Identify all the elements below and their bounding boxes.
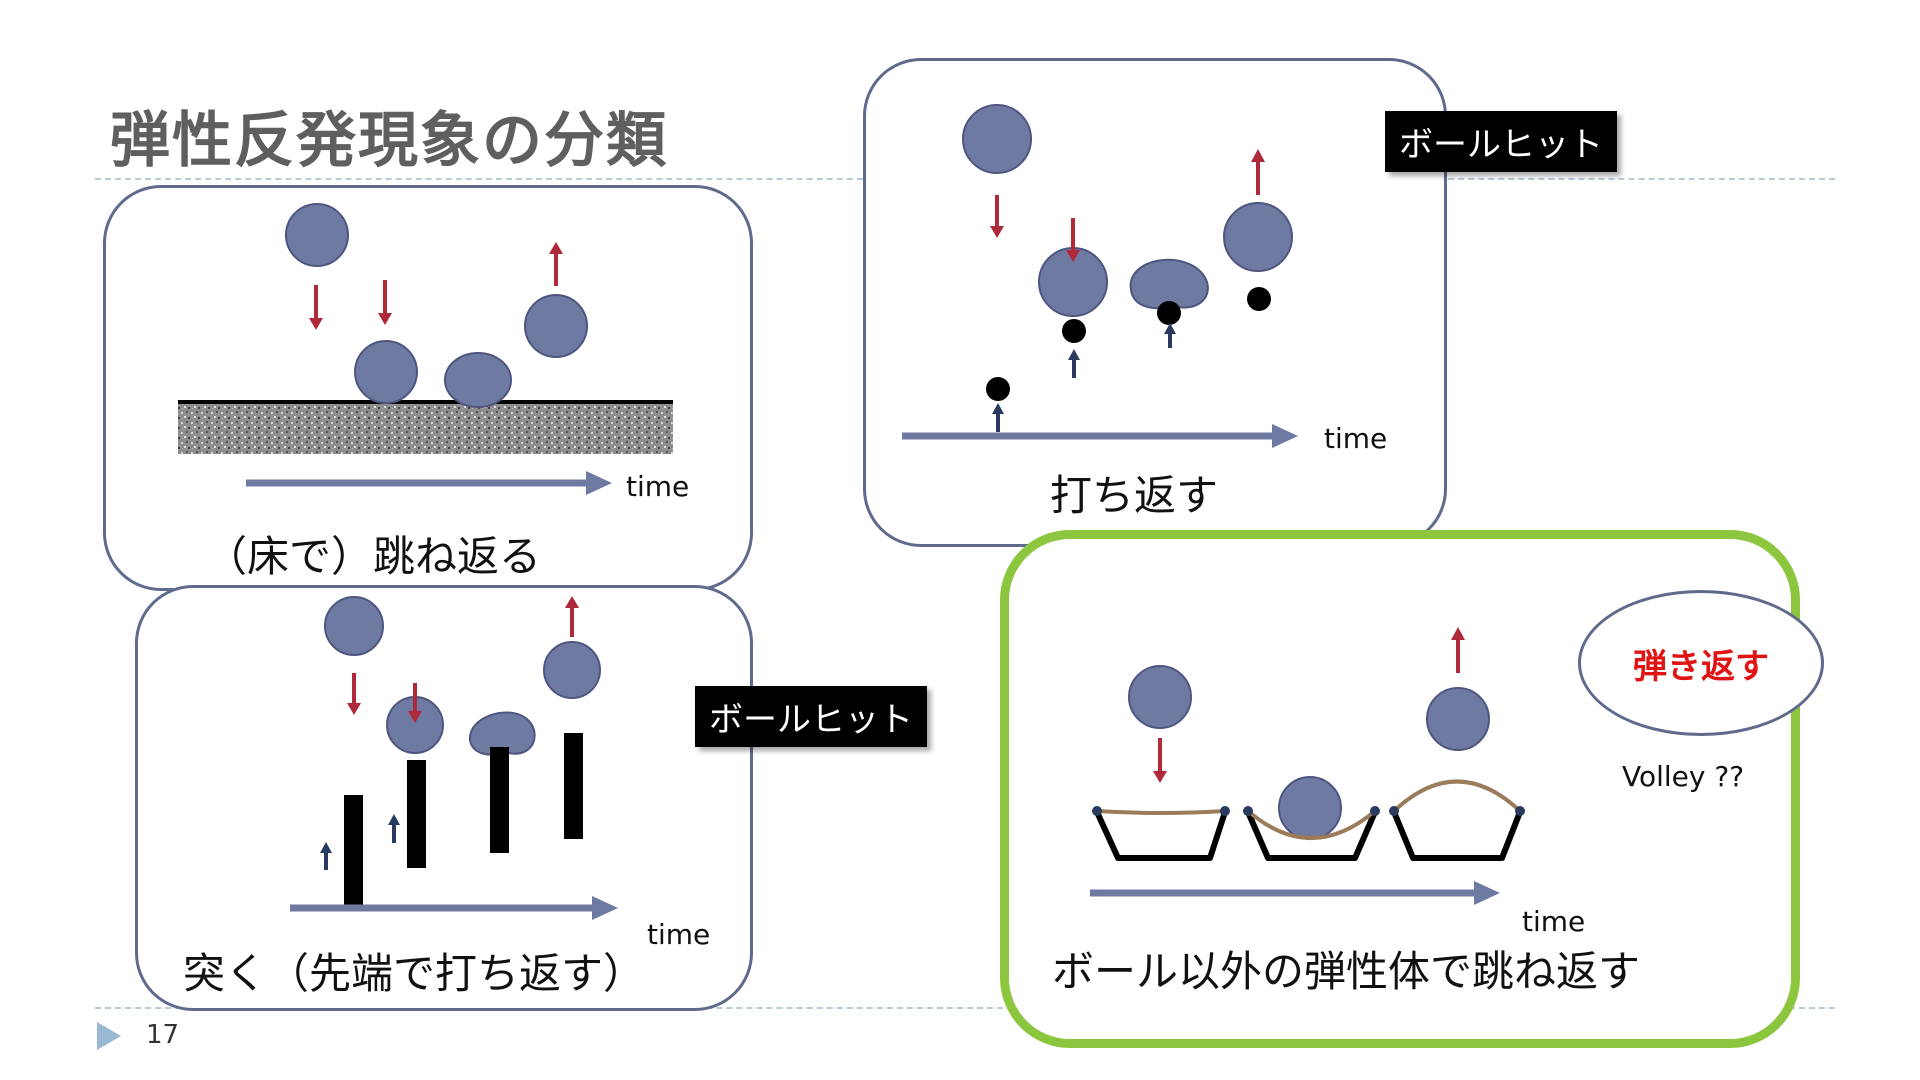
arrow-up-icon	[1451, 627, 1465, 673]
ball	[962, 104, 1032, 174]
ball	[354, 340, 418, 404]
ball	[324, 596, 384, 656]
time-label: time	[626, 470, 690, 503]
arrow-down-icon	[408, 683, 422, 723]
caption-elastic-body: ボール以外の弾性体で跳ね返す	[1052, 947, 1641, 996]
time-label: time	[1324, 422, 1388, 455]
arrow-up-icon	[388, 814, 400, 843]
arrow-up-icon	[992, 403, 1004, 432]
arrow-up-icon	[1068, 349, 1080, 378]
stick	[407, 760, 426, 868]
caption-floor-bounce: （床で）跳ね返る	[205, 532, 542, 581]
volley-note: Volley ??	[1622, 760, 1745, 793]
caption-poke: 突く（先端で打ち返す）	[183, 949, 646, 998]
bat-head	[1157, 301, 1181, 325]
arrow-up-icon	[549, 242, 563, 286]
caption-hit-back: 打ち返す	[1050, 471, 1219, 520]
time-arrow	[1090, 881, 1500, 905]
arrow-down-icon	[378, 280, 392, 325]
bat-head	[986, 377, 1010, 401]
time-arrow	[902, 424, 1298, 448]
stick	[490, 747, 509, 853]
panel-poke	[135, 585, 753, 1011]
floor-surface	[178, 400, 673, 454]
arrow-up-icon	[1251, 149, 1265, 195]
elastic-frame	[1092, 806, 1230, 861]
bat-head	[1247, 287, 1271, 311]
elastic-frame	[1243, 806, 1380, 861]
page-number: 17	[146, 1020, 180, 1050]
stick	[344, 795, 363, 905]
ball	[1223, 202, 1293, 272]
ball-hit-badge: ボールヒット	[1385, 111, 1617, 172]
time-label: time	[647, 918, 711, 951]
arrow-down-icon	[1066, 218, 1080, 262]
slide-marker-icon	[97, 1022, 121, 1050]
ball	[524, 294, 588, 358]
bat-head	[1062, 319, 1086, 343]
ball-deformed	[1129, 258, 1209, 310]
panel-floor-bounce	[103, 185, 753, 591]
ball	[543, 641, 601, 699]
stick	[564, 733, 583, 839]
slide-title: 弾性反発現象の分類	[110, 106, 668, 176]
ball-hit-badge: ボールヒット	[695, 686, 927, 747]
ball-deformed	[468, 711, 536, 756]
time-arrow	[290, 896, 618, 920]
ball	[1278, 776, 1342, 840]
arrow-up-icon	[1164, 323, 1176, 348]
arrow-down-icon	[347, 673, 361, 715]
arrow-up-icon	[320, 842, 332, 870]
ball	[285, 203, 349, 267]
emphasis-oval: 弾き返す	[1578, 590, 1824, 736]
arrow-down-icon	[309, 285, 323, 330]
arrow-up-icon	[565, 596, 579, 637]
footer-divider	[95, 1007, 1835, 1009]
time-label: time	[1522, 905, 1586, 938]
arrow-down-icon	[1153, 738, 1167, 783]
arrow-down-icon	[990, 195, 1004, 238]
elastic-frame	[1389, 779, 1525, 861]
ball	[1426, 687, 1490, 751]
oval-text: 弾き返す	[1633, 646, 1769, 687]
time-arrow	[246, 471, 612, 495]
ball	[1128, 665, 1192, 729]
ball-deformed	[444, 352, 512, 408]
